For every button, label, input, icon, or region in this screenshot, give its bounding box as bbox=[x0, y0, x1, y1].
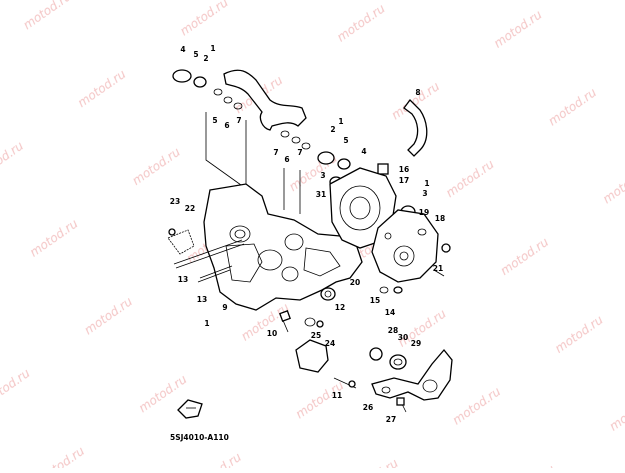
callout-30: 30 bbox=[398, 333, 408, 342]
callout-13a: 13 bbox=[178, 275, 188, 284]
callout-4a: 4 bbox=[180, 45, 185, 54]
callout-16: 16 bbox=[399, 165, 409, 174]
callout-1d: 1 bbox=[204, 319, 209, 328]
fitting-4b bbox=[317, 151, 335, 165]
callout-27: 27 bbox=[386, 415, 396, 424]
callout-17: 17 bbox=[399, 176, 409, 185]
callout-5a: 5 bbox=[193, 50, 198, 59]
callout-2b: 2 bbox=[330, 125, 335, 134]
callout-14: 14 bbox=[385, 308, 395, 317]
callout-3b: 3 bbox=[422, 189, 427, 198]
bracket-11 bbox=[295, 339, 329, 373]
callout-19: 19 bbox=[419, 208, 429, 217]
callout-3a: 3 bbox=[320, 171, 325, 180]
callout-9: 9 bbox=[222, 303, 227, 312]
callout-13b: 13 bbox=[197, 295, 207, 304]
callout-26: 26 bbox=[363, 403, 373, 412]
callout-24: 24 bbox=[325, 339, 335, 348]
callout-6a: 6 bbox=[224, 121, 229, 130]
oring-6 bbox=[223, 96, 233, 104]
callout-7a: 7 bbox=[236, 116, 241, 125]
oring-7 bbox=[233, 102, 243, 110]
callout-7c: 7 bbox=[297, 148, 302, 157]
callout-21: 21 bbox=[433, 264, 443, 273]
diagram-code: 5SJ4010-A110 bbox=[170, 433, 229, 442]
callout-7b: 7 bbox=[273, 148, 278, 157]
callout-6b: 6 bbox=[284, 155, 289, 164]
pipe-2 bbox=[223, 69, 307, 131]
callout-1c: 1 bbox=[424, 179, 429, 188]
callout-2a: 2 bbox=[203, 54, 208, 63]
callout-29: 29 bbox=[411, 339, 421, 348]
callout-25: 25 bbox=[311, 331, 321, 340]
drawing-lines bbox=[167, 69, 453, 419]
callout-12: 12 bbox=[335, 303, 345, 312]
front-arrow-icon bbox=[177, 399, 203, 419]
callout-10: 10 bbox=[267, 329, 277, 338]
callout-18: 18 bbox=[435, 214, 445, 223]
callout-8: 8 bbox=[415, 88, 420, 97]
oring-5 bbox=[193, 76, 207, 88]
callout-15: 15 bbox=[370, 296, 380, 305]
callout-28: 28 bbox=[388, 326, 398, 335]
callout-20: 20 bbox=[350, 278, 360, 287]
callout-11: 11 bbox=[332, 391, 342, 400]
callout-31: 31 bbox=[316, 190, 326, 199]
callout-5b: 5 bbox=[212, 116, 217, 125]
crankcase-left bbox=[203, 183, 363, 311]
callout-4b: 4 bbox=[361, 147, 366, 156]
callout-22: 22 bbox=[185, 204, 195, 213]
callout-5c: 5 bbox=[343, 136, 348, 145]
hose-8 bbox=[403, 99, 428, 157]
callout-1a: 1 bbox=[210, 44, 215, 53]
fitting-4 bbox=[172, 69, 192, 83]
bracket-26 bbox=[371, 348, 453, 401]
callout-23: 23 bbox=[170, 197, 180, 206]
nipple-16 bbox=[377, 163, 389, 175]
callout-1b: 1 bbox=[338, 117, 343, 126]
